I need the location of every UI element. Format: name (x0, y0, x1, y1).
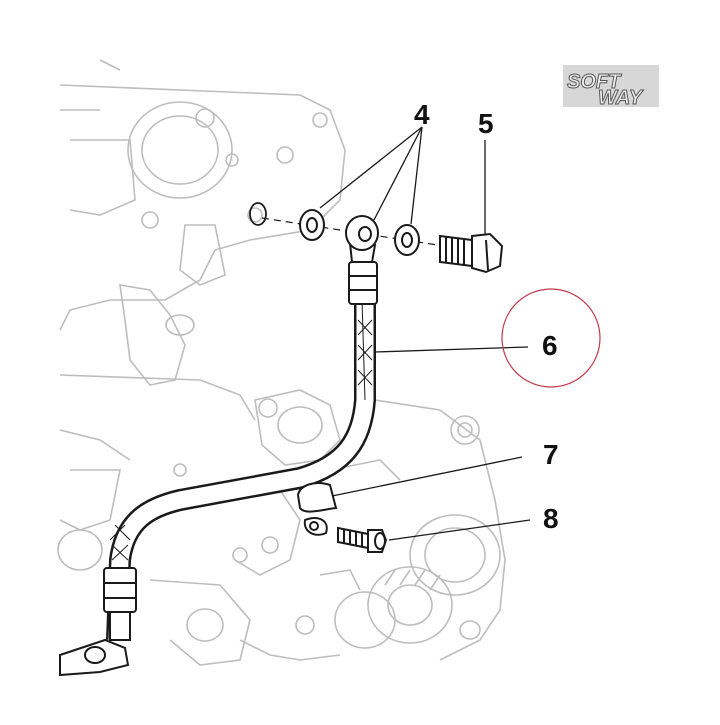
callout-4: 4 (414, 99, 430, 130)
line-end-connector (59, 638, 130, 677)
leader-lines (319, 126, 531, 541)
banjo-bolt (439, 232, 504, 274)
banjo-fitting (345, 215, 379, 263)
logo-word-way: WAY (598, 87, 644, 109)
engine-block-background (57, 59, 506, 666)
callout-6-highlight-circle (501, 288, 601, 388)
clamp-screw (337, 526, 388, 553)
lower-ferrule (103, 567, 137, 641)
block-mounting-hole (249, 202, 267, 226)
braided-oil-line (106, 263, 376, 641)
callout-8: 8 (543, 503, 559, 534)
line-clamp (296, 482, 338, 536)
softway-logo: SOFT WAY (563, 65, 659, 110)
callout-7: 7 (543, 439, 559, 470)
sealing-washer-right (394, 224, 420, 256)
upper-ferrule (348, 261, 378, 305)
callout-5: 5 (478, 108, 494, 139)
sealing-washer-left (299, 209, 325, 241)
logo-word-soft: SOFT (567, 71, 622, 93)
callout-6: 6 (542, 330, 558, 361)
